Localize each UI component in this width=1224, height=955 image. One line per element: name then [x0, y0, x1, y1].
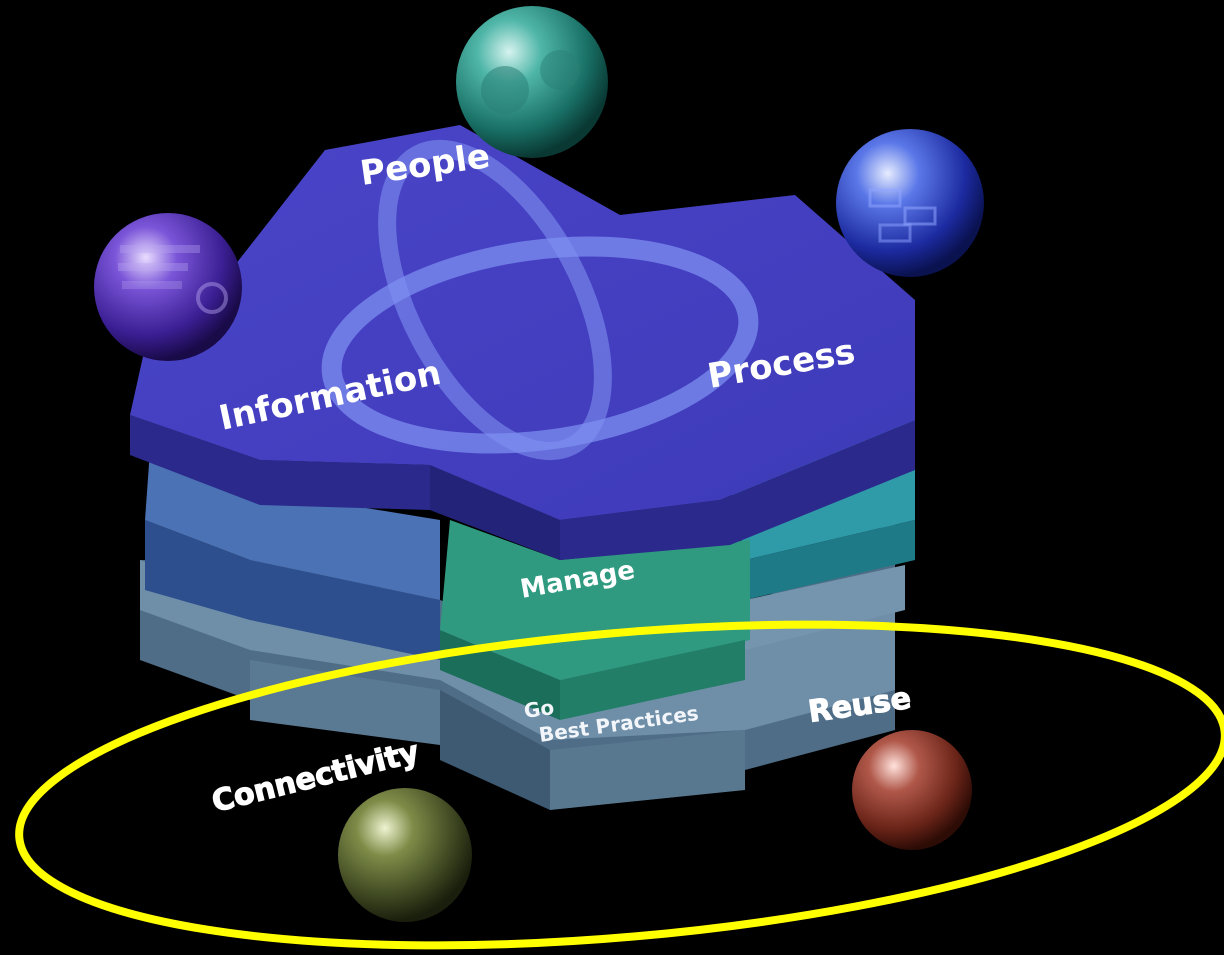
- people-photo-sphere-icon: [456, 6, 608, 158]
- binary-data-sphere-icon: [94, 213, 242, 361]
- top-layer: [130, 114, 915, 560]
- connectivity-sphere-icon: [338, 788, 472, 922]
- governance-label: Go: [522, 695, 555, 723]
- reuse-sphere-icon: [852, 730, 972, 850]
- process-blocks-sphere-icon: [836, 129, 984, 277]
